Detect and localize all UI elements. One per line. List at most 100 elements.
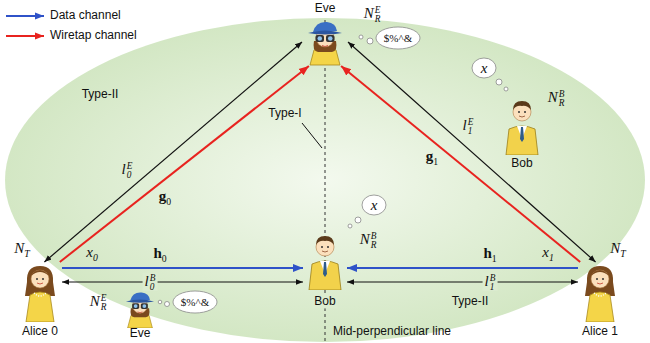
person-node: NTAlice 1 bbox=[578, 262, 622, 322]
thought-text: x bbox=[371, 197, 378, 214]
symbol-indices: RB bbox=[371, 232, 377, 250]
alice-figure bbox=[25, 266, 55, 322]
symbol-superscript: B bbox=[371, 232, 377, 241]
symbol-base: g bbox=[426, 148, 434, 164]
math-symbol: NRE bbox=[364, 5, 381, 23]
math-symbol: NT bbox=[14, 240, 29, 259]
distance-arrow bbox=[62, 281, 303, 282]
symbol-base: N bbox=[360, 231, 370, 247]
symbol-base: g bbox=[159, 188, 167, 204]
symbol-indices: 1E bbox=[468, 118, 474, 136]
channel-symbol: g1 bbox=[426, 148, 438, 167]
eve-figure bbox=[126, 292, 154, 328]
symbol-subscript: 1 bbox=[490, 282, 496, 291]
thought-text: $%^& bbox=[384, 32, 412, 44]
legend-label: Wiretap channel bbox=[50, 28, 137, 42]
thought-bubble bbox=[158, 291, 217, 313]
symbol-base: N bbox=[90, 293, 100, 309]
distance-arrow bbox=[347, 281, 578, 282]
annotation-label: Mid-perpendicular line bbox=[333, 325, 451, 338]
symbol-base: N bbox=[610, 240, 620, 256]
thought-text: $%^& bbox=[181, 296, 209, 308]
symbol-base: l bbox=[145, 273, 149, 289]
symbol-base: l bbox=[122, 161, 126, 177]
distance-arrow bbox=[348, 42, 596, 262]
data-channel-arrow bbox=[347, 267, 578, 269]
symbol-subscript: R bbox=[375, 14, 381, 23]
symbol-indices: 1B bbox=[490, 274, 496, 292]
symbol-superscript: B bbox=[559, 90, 565, 99]
symbol-superscript: E bbox=[101, 294, 107, 303]
symbol-subscript: 1 bbox=[468, 126, 474, 135]
thought-bubble bbox=[472, 58, 508, 91]
math-symbol: NT bbox=[610, 240, 625, 259]
math-symbol: x0 bbox=[86, 244, 98, 263]
thought-bubble bbox=[348, 195, 386, 228]
symbol-indices: RE bbox=[101, 294, 107, 312]
symbol-subscript: 1 bbox=[433, 156, 438, 167]
leader-line bbox=[302, 123, 322, 148]
math-symbol: NRB bbox=[548, 89, 565, 107]
person-node: EveNRE$%^& bbox=[302, 18, 348, 66]
legend-arrow bbox=[6, 35, 44, 37]
legend-entry: Data channel bbox=[50, 9, 121, 22]
channel-symbol: g0 bbox=[159, 188, 171, 207]
symbol-superscript: E bbox=[375, 6, 381, 15]
symbol-superscript: B bbox=[490, 274, 496, 283]
person-node: NTAlice 0 bbox=[18, 262, 62, 322]
bob-figure bbox=[309, 236, 341, 290]
symbol-subscript: T bbox=[620, 248, 625, 259]
legend-entry: Wiretap channel bbox=[50, 29, 137, 42]
math-symbol: l0E bbox=[122, 161, 133, 179]
symbol-indices: RB bbox=[559, 90, 565, 108]
symbol-base: l bbox=[485, 273, 489, 289]
channel-symbol: h1 bbox=[483, 245, 496, 264]
symbol-base: x bbox=[86, 244, 93, 260]
annotation-label: Type-II bbox=[452, 295, 489, 308]
alice-figure bbox=[585, 266, 615, 322]
symbol-base: h bbox=[483, 245, 491, 261]
symbol-subscript: 1 bbox=[549, 252, 554, 263]
eve-figure bbox=[308, 22, 342, 65]
thought-bubble bbox=[359, 27, 420, 49]
person-node: xNRBBob bbox=[303, 230, 347, 290]
symbol-base: N bbox=[548, 89, 558, 105]
name-label: Bob bbox=[312, 295, 337, 308]
distance-arrow bbox=[44, 42, 302, 262]
symbol-subscript: T bbox=[24, 248, 29, 259]
thought-text: x bbox=[481, 60, 488, 77]
name-label: Alice 0 bbox=[22, 325, 58, 338]
annotation-label: Type-I bbox=[268, 107, 301, 120]
legend-arrow bbox=[6, 15, 44, 17]
person-node: $%^&NREEve bbox=[118, 290, 162, 328]
symbol-subscript: 0 bbox=[162, 253, 167, 264]
symbol-indices: 0B bbox=[150, 274, 156, 292]
bob-figure bbox=[506, 101, 538, 155]
math-symbol: x1 bbox=[542, 244, 554, 263]
name-label: Bob bbox=[511, 157, 532, 170]
annotation-label: Type-II bbox=[82, 88, 119, 101]
symbol-subscript: 0 bbox=[93, 252, 98, 263]
symbol-base: x bbox=[542, 244, 549, 260]
symbol-base: N bbox=[14, 240, 24, 256]
wiretap-channel-arrow bbox=[341, 66, 580, 262]
symbol-subscript: 1 bbox=[492, 253, 497, 264]
symbol-superscript: E bbox=[468, 118, 474, 127]
symbol-base: N bbox=[364, 5, 374, 21]
name-label: Eve bbox=[130, 328, 151, 341]
symbol-superscript: B bbox=[150, 274, 156, 283]
symbol-superscript: E bbox=[127, 162, 133, 171]
math-symbol: l1E bbox=[463, 117, 474, 135]
wiretap-channel-arrow bbox=[60, 66, 309, 262]
symbol-subscript: R bbox=[559, 98, 565, 107]
symbol-subscript: 0 bbox=[150, 282, 156, 291]
symbol-base: l bbox=[463, 117, 467, 133]
symbol-subscript: 0 bbox=[127, 170, 133, 179]
math-symbol: l1B bbox=[483, 273, 498, 291]
symbol-subscript: 0 bbox=[166, 196, 171, 207]
legend-label: Data channel bbox=[50, 8, 121, 22]
person-node: xNRBBob bbox=[500, 95, 544, 155]
symbol-subscript: R bbox=[371, 240, 377, 249]
